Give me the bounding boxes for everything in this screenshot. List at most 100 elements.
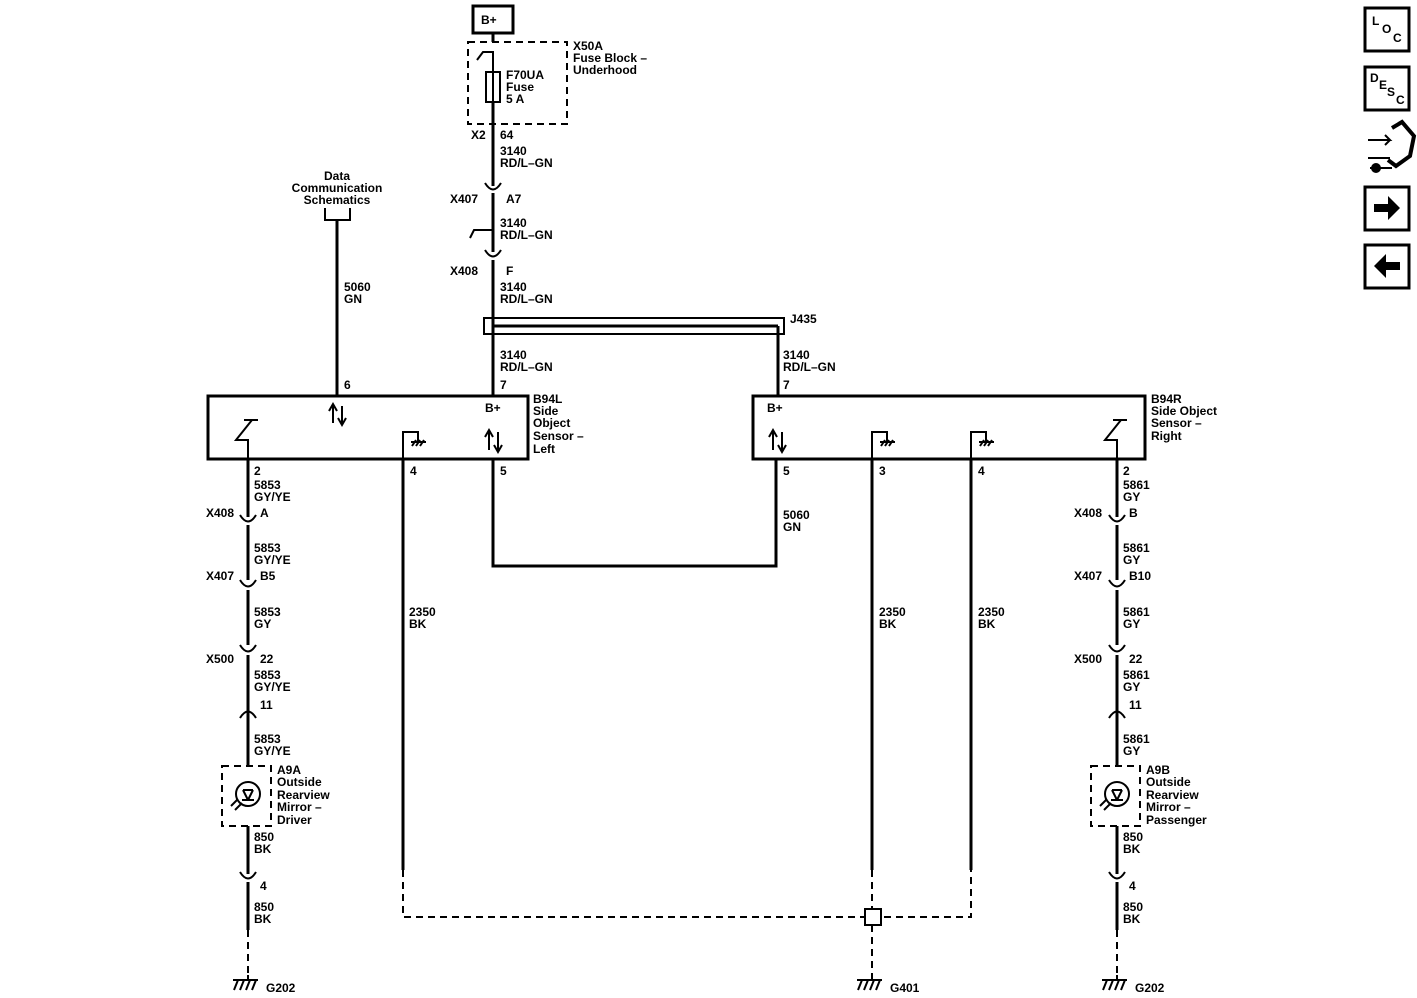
diagram-label: F [506, 264, 513, 278]
diagram-label: 6 [344, 378, 351, 392]
diagram-label: GN [344, 292, 362, 306]
diagram-label: GY/YE [254, 553, 291, 567]
switch-icon [1102, 419, 1127, 459]
next-arrow-icon [1374, 196, 1400, 220]
splice-j435: J435 [483, 312, 817, 335]
diagram-label: 850 [254, 830, 274, 844]
diagram-label: 5861 [1123, 478, 1150, 492]
diagram-label: 3140 [500, 216, 527, 230]
connector-view-button[interactable] [1368, 119, 1417, 173]
diagram-label: RD/L–GN [783, 360, 836, 374]
diagram-label: Passenger [1146, 813, 1207, 827]
diagram-label: BK [254, 912, 272, 926]
diagram-label: B10 [1129, 569, 1151, 583]
diagram-label: RD/L–GN [500, 292, 553, 306]
diagram-label: X408 [1074, 506, 1102, 520]
data-comm-reference[interactable]: Data Communication Schematics [292, 169, 383, 221]
diagram-label: GY/YE [254, 490, 291, 504]
diagram-label: BK [1123, 842, 1141, 856]
desc-icon: D E S C [1370, 71, 1405, 107]
diagram-label: 5060 [783, 508, 810, 522]
diagram-label: 5853 [254, 541, 281, 555]
diagram-label: Mirror – [277, 800, 322, 814]
diagram-label: 7 [500, 378, 507, 392]
desc-button[interactable]: D E S C [1363, 65, 1411, 112]
diagram-label: 5853 [254, 478, 281, 492]
diagram-label: BK [978, 617, 996, 631]
diagram-label: F70UA [506, 68, 544, 82]
diagram-label: 5861 [1123, 732, 1150, 746]
diagram-label: B [1129, 506, 1138, 520]
loc-button[interactable]: L O C [1363, 6, 1411, 53]
diagram-label: Fuse [506, 80, 534, 94]
diagram-label: X408 [206, 506, 234, 520]
diagram-label: Right [1151, 429, 1182, 443]
diagram-label: Rearview [277, 788, 330, 802]
diagram-label: Outside [1146, 775, 1191, 789]
diagram-label: 2 [1123, 464, 1130, 478]
bidirectional-arrows-icon [328, 401, 347, 428]
module-b94l: B94L Side Object Sensor – Left B+ [206, 392, 584, 461]
diagram-label: BK [409, 617, 427, 631]
diagram-label: 22 [260, 652, 274, 666]
diagram-label: A [260, 506, 269, 520]
diagram-label: 3140 [500, 280, 527, 294]
diagram-label: B+ [485, 401, 501, 415]
diagram-label: BK [879, 617, 897, 631]
diagram-label: A7 [506, 192, 522, 206]
diagram-label: Mirror – [1146, 800, 1191, 814]
back-arrow-icon [1374, 254, 1400, 278]
ground-symbol-icon [970, 431, 994, 459]
back-button[interactable] [1363, 243, 1411, 290]
diagram-label: J435 [790, 312, 817, 326]
diagram-label: 5853 [254, 732, 281, 746]
diagram-label: 22 [1129, 652, 1143, 666]
diagram-label: E [1379, 78, 1387, 92]
diagram-label: RD/L–GN [500, 156, 553, 170]
ground-g202-right: G202 [1102, 975, 1165, 995]
power-label: B+ [481, 13, 497, 27]
diagram-label: D [1370, 71, 1379, 85]
diagram-label: BK [254, 842, 272, 856]
diagram-label: X2 [471, 128, 486, 142]
diagram-label: GY [1123, 680, 1140, 694]
diagram-label: 3140 [500, 348, 527, 362]
diagram-label: Underhood [573, 63, 637, 77]
diagram-label: 3140 [783, 348, 810, 362]
diagram-label: GY/YE [254, 744, 291, 758]
diagram-label: 3140 [500, 144, 527, 158]
diagram-label: 5 A [506, 92, 525, 106]
fuse-block: X50A Fuse Block – Underhood F70UA Fuse 5… [467, 39, 647, 125]
diagram-label: B+ [767, 401, 783, 415]
diagram-label: Fuse Block – [573, 51, 647, 65]
diagram-label: 64 [500, 128, 514, 142]
diagram-label: 2350 [409, 605, 436, 619]
diagram-label: Outside [277, 775, 322, 789]
diagram-label: 850 [1123, 900, 1143, 914]
diagram-label: 5060 [344, 280, 371, 294]
power-source: B+ [471, 4, 515, 35]
diagram-label: GY [254, 617, 271, 631]
diagram-label: Communication [292, 181, 383, 195]
diagram-label: 4 [1129, 879, 1136, 893]
mirror-a9a: A9A Outside Rearview Mirror – Driver [221, 763, 330, 827]
diagram-label: Left [533, 442, 555, 456]
module-b94r: B94R Side Object Sensor – Right B+ [751, 392, 1217, 461]
diagram-label: Side [533, 404, 559, 418]
diagram-label: 5853 [254, 668, 281, 682]
diagram-label: X500 [1074, 652, 1102, 666]
diagram-label: O [1382, 22, 1391, 36]
diagram-label: GY/YE [254, 680, 291, 694]
ground-splice [864, 908, 882, 926]
diagram-label: X407 [1074, 569, 1102, 583]
next-button[interactable] [1363, 185, 1411, 232]
diagram-label: 2350 [879, 605, 906, 619]
diagram-label: BK [1123, 912, 1141, 926]
diagram-label: RD/L–GN [500, 228, 553, 242]
diagram-label: G401 [890, 981, 920, 995]
bidirectional-arrows-icon [484, 427, 503, 455]
diagram-label: 3 [879, 464, 886, 478]
diagram-label: X500 [206, 652, 234, 666]
diagram-label: 11 [1129, 698, 1142, 712]
diagram-label: A9B [1146, 763, 1170, 777]
